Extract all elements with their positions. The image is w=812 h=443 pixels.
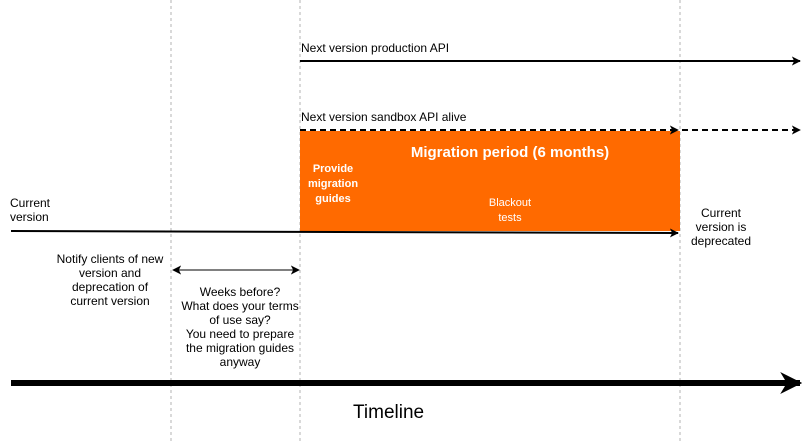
current-version-arrow [10,228,679,238]
current-version-label: Current version [10,196,51,224]
migration-period-box [300,131,680,231]
weeks-before-label: Weeks before? What does your terms of us… [181,285,299,369]
blackout-tests-label: Blackout tests [488,197,532,224]
migration-period-title: Migration period (6 months) [410,144,610,161]
provide-guides-label: Provide migration guides [307,163,359,205]
notify-clients-label: Notify clients of new version and deprec… [56,252,164,308]
next-sandbox-api-label: Next version sandbox API alive [301,110,467,124]
next-prod-api-label: Next version production API [301,41,450,55]
current-deprecated-label: Current version is deprecated [690,206,752,248]
timeline-label: Timeline [353,402,425,423]
